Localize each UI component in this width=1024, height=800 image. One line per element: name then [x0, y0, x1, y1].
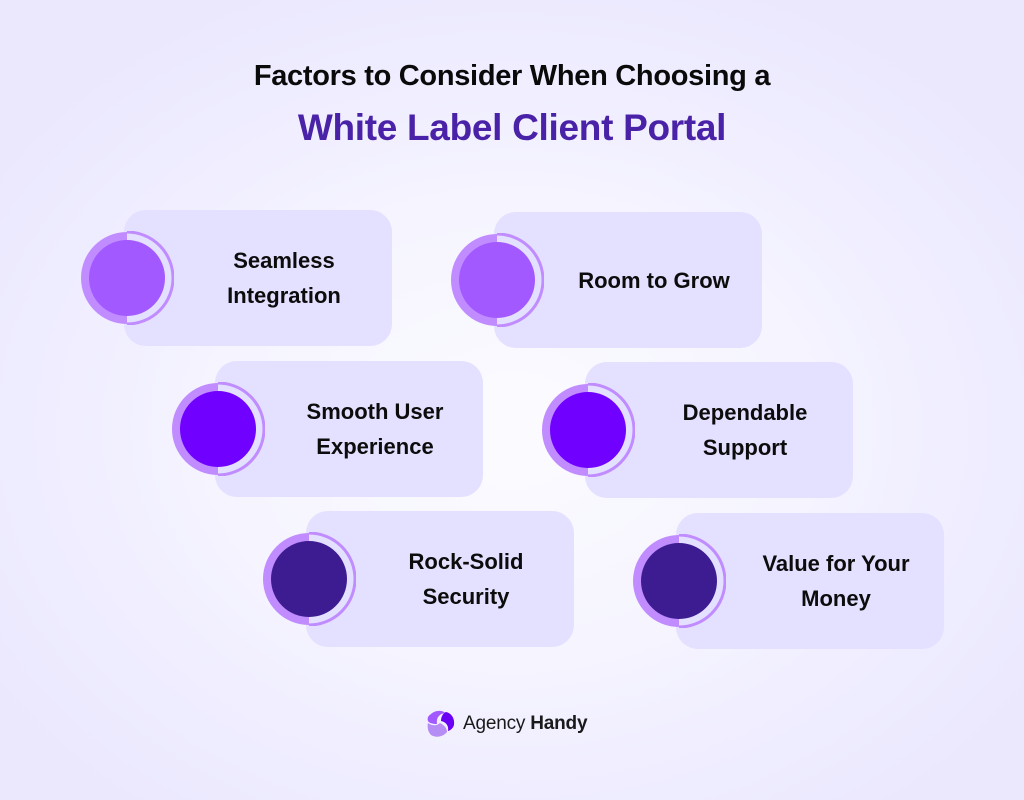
brand-name-light: Agency: [463, 713, 531, 734]
factor-badge-icon: [541, 383, 635, 477]
factor-badge-icon: [171, 382, 265, 476]
factor-badge-icon: [450, 233, 544, 327]
factor-label: Smooth User Experience: [306, 399, 444, 459]
page-title-line-1: Factors to Consider When Choosing a: [253, 60, 771, 92]
page-title-line-2: White Label Client Portal: [297, 107, 727, 148]
factor-badge-icon: [80, 231, 174, 325]
brand-name: Agency Handy: [463, 713, 588, 735]
factor-card-seamless-integration: Seamless Integration: [124, 210, 392, 346]
factor-label: Room to Grow: [578, 267, 730, 293]
factor-card-value-for-your-money: Value for Your Money: [676, 513, 944, 649]
factor-card-room-to-grow: Room to Grow: [494, 212, 762, 348]
factor-label: Value for Your Money: [762, 551, 910, 611]
factor-badge-icon: [632, 534, 726, 628]
factor-badge-icon: [262, 532, 356, 626]
factor-label: Rock-Solid Security: [408, 549, 524, 609]
factor-label: Seamless Integration: [227, 248, 341, 308]
brand-name-bold: Handy: [530, 713, 588, 734]
agency-handy-logo: Agency Handy: [425, 707, 588, 741]
agency-handy-swirl-logo-icon: [425, 708, 457, 740]
factor-card-rock-solid-security: Rock-Solid Security: [306, 511, 574, 647]
factor-card-smooth-user-experience: Smooth User Experience: [215, 361, 483, 497]
factor-card-dependable-support: Dependable Support: [585, 362, 853, 498]
factor-label: Dependable Support: [682, 400, 808, 460]
